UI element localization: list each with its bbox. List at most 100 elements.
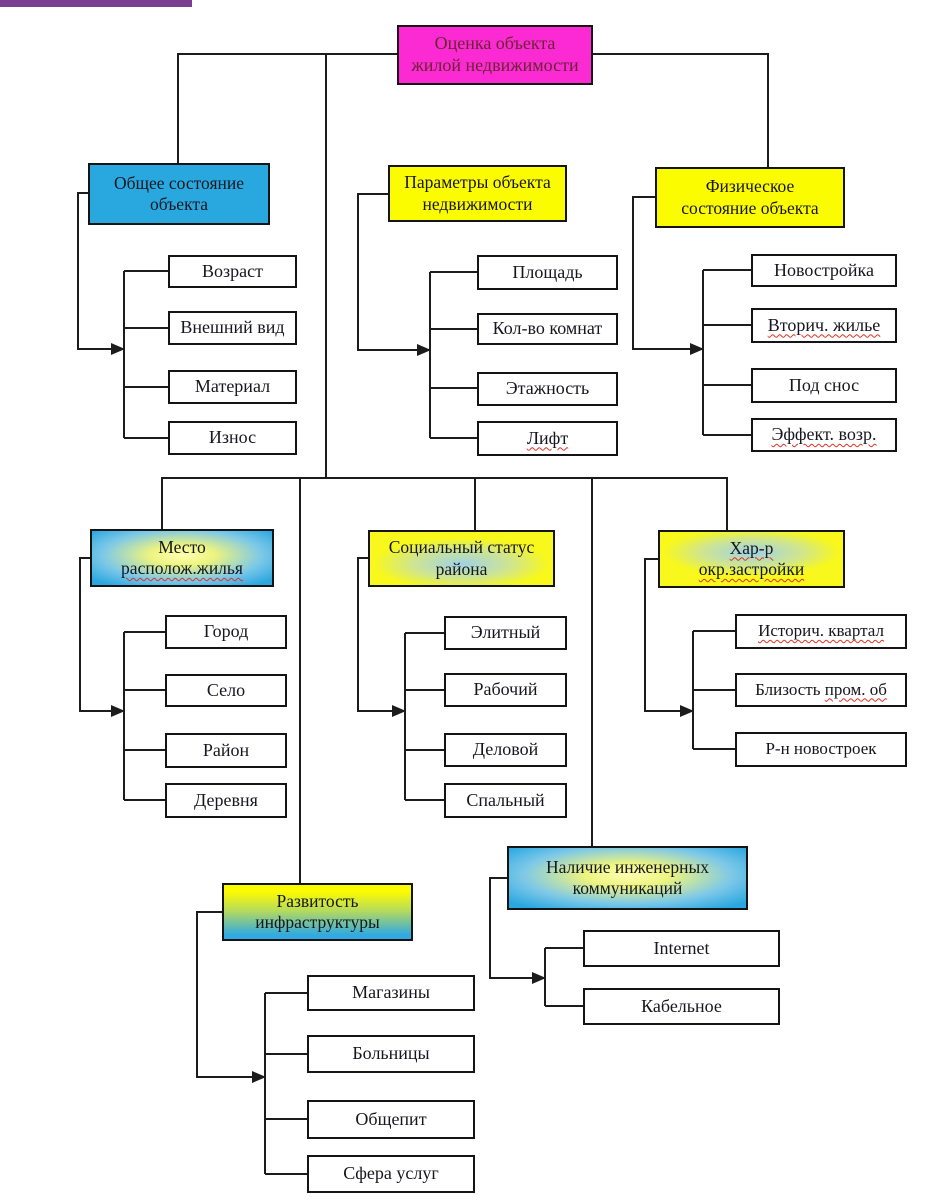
node-label: объекта <box>150 194 208 214</box>
node-surroundings-character: Хар-р окр.застройки <box>658 530 845 588</box>
node-label: Internet <box>653 937 710 958</box>
connector <box>161 477 728 530</box>
node-elevator: Лифт <box>477 421 618 456</box>
node-label: Внешний вид <box>180 317 285 338</box>
connector <box>644 558 694 717</box>
connector <box>692 630 735 750</box>
node-label: окр.застройки <box>698 559 805 579</box>
node-label: Место <box>158 536 206 557</box>
node-new-build: Новостройка <box>751 254 897 287</box>
node-social-status: Социальный статус района <box>368 530 555 587</box>
node-label: Физическое <box>705 176 795 197</box>
node-floors: Этажность <box>477 372 618 406</box>
node-secondary-housing: Вторич. жилье <box>751 308 897 343</box>
node-cable: Кабельное <box>583 988 780 1025</box>
node-label: располож.жилья <box>121 558 243 578</box>
node-label: Деревня <box>194 789 258 810</box>
node-label: Общее состояние <box>113 172 245 193</box>
node-appearance: Внешний вид <box>168 311 297 345</box>
node-label: Площадь <box>512 261 583 282</box>
node-label: Параметры объекта <box>404 172 551 193</box>
node-label: инфраструктуры <box>255 912 380 932</box>
connector <box>264 992 307 1175</box>
node-label: Рабочий <box>473 679 538 700</box>
node-label: недвижимости <box>422 193 533 214</box>
node-label: Развитость <box>276 890 359 911</box>
node-label: Город <box>203 621 249 642</box>
node-district: Район <box>165 733 287 768</box>
node-label: Возраст <box>202 260 263 281</box>
node-elite: Элитный <box>444 616 567 650</box>
node-selo: Село <box>165 674 287 707</box>
node-label: состояние объекта <box>681 197 819 218</box>
node-label: Близость пром. об <box>755 679 887 699</box>
connector <box>123 631 165 801</box>
node-label: Новостройка <box>774 259 874 280</box>
connector <box>489 877 546 984</box>
node-effective-age: Эффект. возр. <box>751 418 897 452</box>
connector <box>77 192 125 355</box>
node-label: Р-н новостроек <box>765 739 877 759</box>
node-label: Вторич. жилье <box>767 314 881 335</box>
root-label-line1: Оценка объекта <box>434 33 556 54</box>
node-village: Деревня <box>165 783 287 818</box>
connector <box>79 557 125 717</box>
connector <box>544 947 583 1007</box>
node-label: Под снос <box>788 374 860 395</box>
connector <box>177 53 397 163</box>
node-label: Район <box>202 739 250 760</box>
node-label: Спальный <box>466 789 545 810</box>
node-material: Материал <box>168 370 297 404</box>
connector <box>357 193 431 356</box>
node-label: Эффект. возр. <box>771 424 877 445</box>
node-label: Износ <box>208 427 257 448</box>
node-label: коммуникаций <box>572 878 683 898</box>
node-wear: Износ <box>168 421 297 455</box>
node-label: Этажность <box>505 378 590 399</box>
node-catering: Общепит <box>307 1100 475 1139</box>
node-services: Сфера услуг <box>307 1155 475 1193</box>
node-room-count: Кол-во комнат <box>477 313 618 345</box>
node-shops: Магазины <box>307 975 475 1011</box>
node-area: Площадь <box>477 255 618 290</box>
node-newbuild-district: Р-н новостроек <box>735 732 907 767</box>
node-label: Общепит <box>355 1108 427 1129</box>
node-label: Лифт <box>526 427 569 448</box>
node-location: Место располож.жилья <box>90 529 274 587</box>
node-label: Больницы <box>352 1043 430 1064</box>
connector <box>357 557 406 717</box>
node-utilities: Наличие инженерных коммуникаций <box>507 846 748 910</box>
connector <box>429 271 477 439</box>
node-label: района <box>435 558 488 579</box>
node-historic-quarter: Историч. квартал <box>735 614 907 649</box>
purple-accent-bar <box>0 0 192 7</box>
node-infrastructure: Развитость инфраструктуры <box>222 883 413 941</box>
connector <box>593 53 769 167</box>
node-residential: Спальный <box>444 783 567 818</box>
node-label: Кол-во комнат <box>492 318 603 339</box>
node-physical-state: Физическое состояние объекта <box>655 167 845 228</box>
node-object-params: Параметры объекта недвижимости <box>388 165 567 222</box>
connector <box>196 911 266 1083</box>
node-for-demolition: Под снос <box>751 368 897 403</box>
node-label: Наличие инженерных <box>545 856 710 877</box>
connector <box>632 196 704 355</box>
node-general-state: Общее состояние объекта <box>88 163 270 225</box>
connector <box>404 632 444 801</box>
node-internet: Internet <box>583 930 780 967</box>
node-hospitals: Больницы <box>307 1035 475 1073</box>
node-label: Материал <box>194 376 271 397</box>
node-label: Социальный статус <box>388 537 535 558</box>
node-label: Сфера услуг <box>343 1163 439 1184</box>
connector <box>702 269 751 436</box>
node-label: Кабельное <box>641 995 722 1016</box>
root-node: Оценка объекта жилой недвижимости <box>397 25 593 85</box>
node-business: Деловой <box>444 733 567 767</box>
node-label: Село <box>206 679 246 700</box>
node-label: Магазины <box>352 982 430 1003</box>
node-label: Элитный <box>470 622 541 643</box>
node-label: Историч. квартал <box>758 621 884 641</box>
node-industrial-proximity: Близость пром. об <box>735 673 907 707</box>
